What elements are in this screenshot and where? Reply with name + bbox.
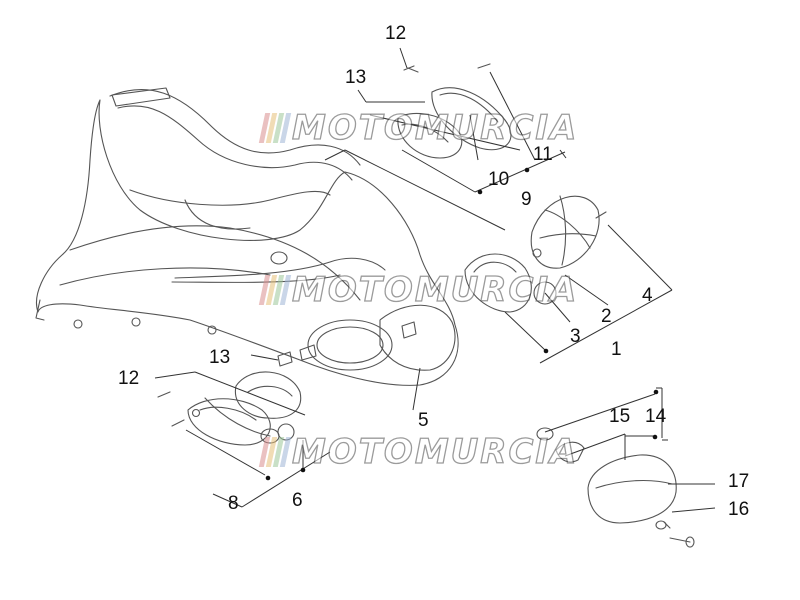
callout-number: 3: [570, 326, 581, 347]
callout-number: 11: [533, 144, 553, 165]
callout-number: 12: [385, 23, 407, 44]
watermark-logo: MOTOMURCIA: [258, 107, 579, 149]
watermark-bars: [258, 275, 292, 305]
callout-number: 10: [488, 169, 510, 190]
callout-number: 2: [601, 306, 612, 327]
upper-light-assembly: [397, 63, 512, 159]
watermark-text: MOTOMURCIA: [291, 431, 579, 472]
watermark-text: MOTOMURCIA: [291, 107, 579, 148]
callout-number: 17: [728, 471, 750, 492]
leader-lines: [154, 47, 716, 513]
rear-light-assembly: [536, 427, 695, 548]
callout-number: 6: [292, 490, 303, 511]
callout-number: 13: [209, 347, 231, 368]
turn-signal-left: [157, 351, 302, 446]
callout-number: 5: [418, 410, 429, 431]
callout-number: 8: [228, 493, 239, 514]
callout-number: 9: [521, 189, 532, 210]
leader-dots: [265, 167, 659, 481]
callout-number: 14: [645, 406, 667, 427]
watermark-bars: [258, 113, 292, 143]
turn-signal-right: [464, 195, 607, 313]
callout-number: 12: [118, 368, 140, 389]
front-shield-housing: [35, 87, 459, 386]
callout-number: 1: [611, 339, 622, 360]
callout-number: 16: [728, 499, 750, 520]
watermark-logo: MOTOMURCIA: [258, 269, 579, 311]
callout-number: 15: [609, 406, 631, 427]
callout-number: 13: [345, 67, 367, 88]
callout-number: 4: [642, 285, 653, 306]
watermark-text: MOTOMURCIA: [291, 269, 579, 310]
watermark-bars: [258, 437, 292, 467]
watermark-logo: MOTOMURCIA: [258, 431, 579, 473]
